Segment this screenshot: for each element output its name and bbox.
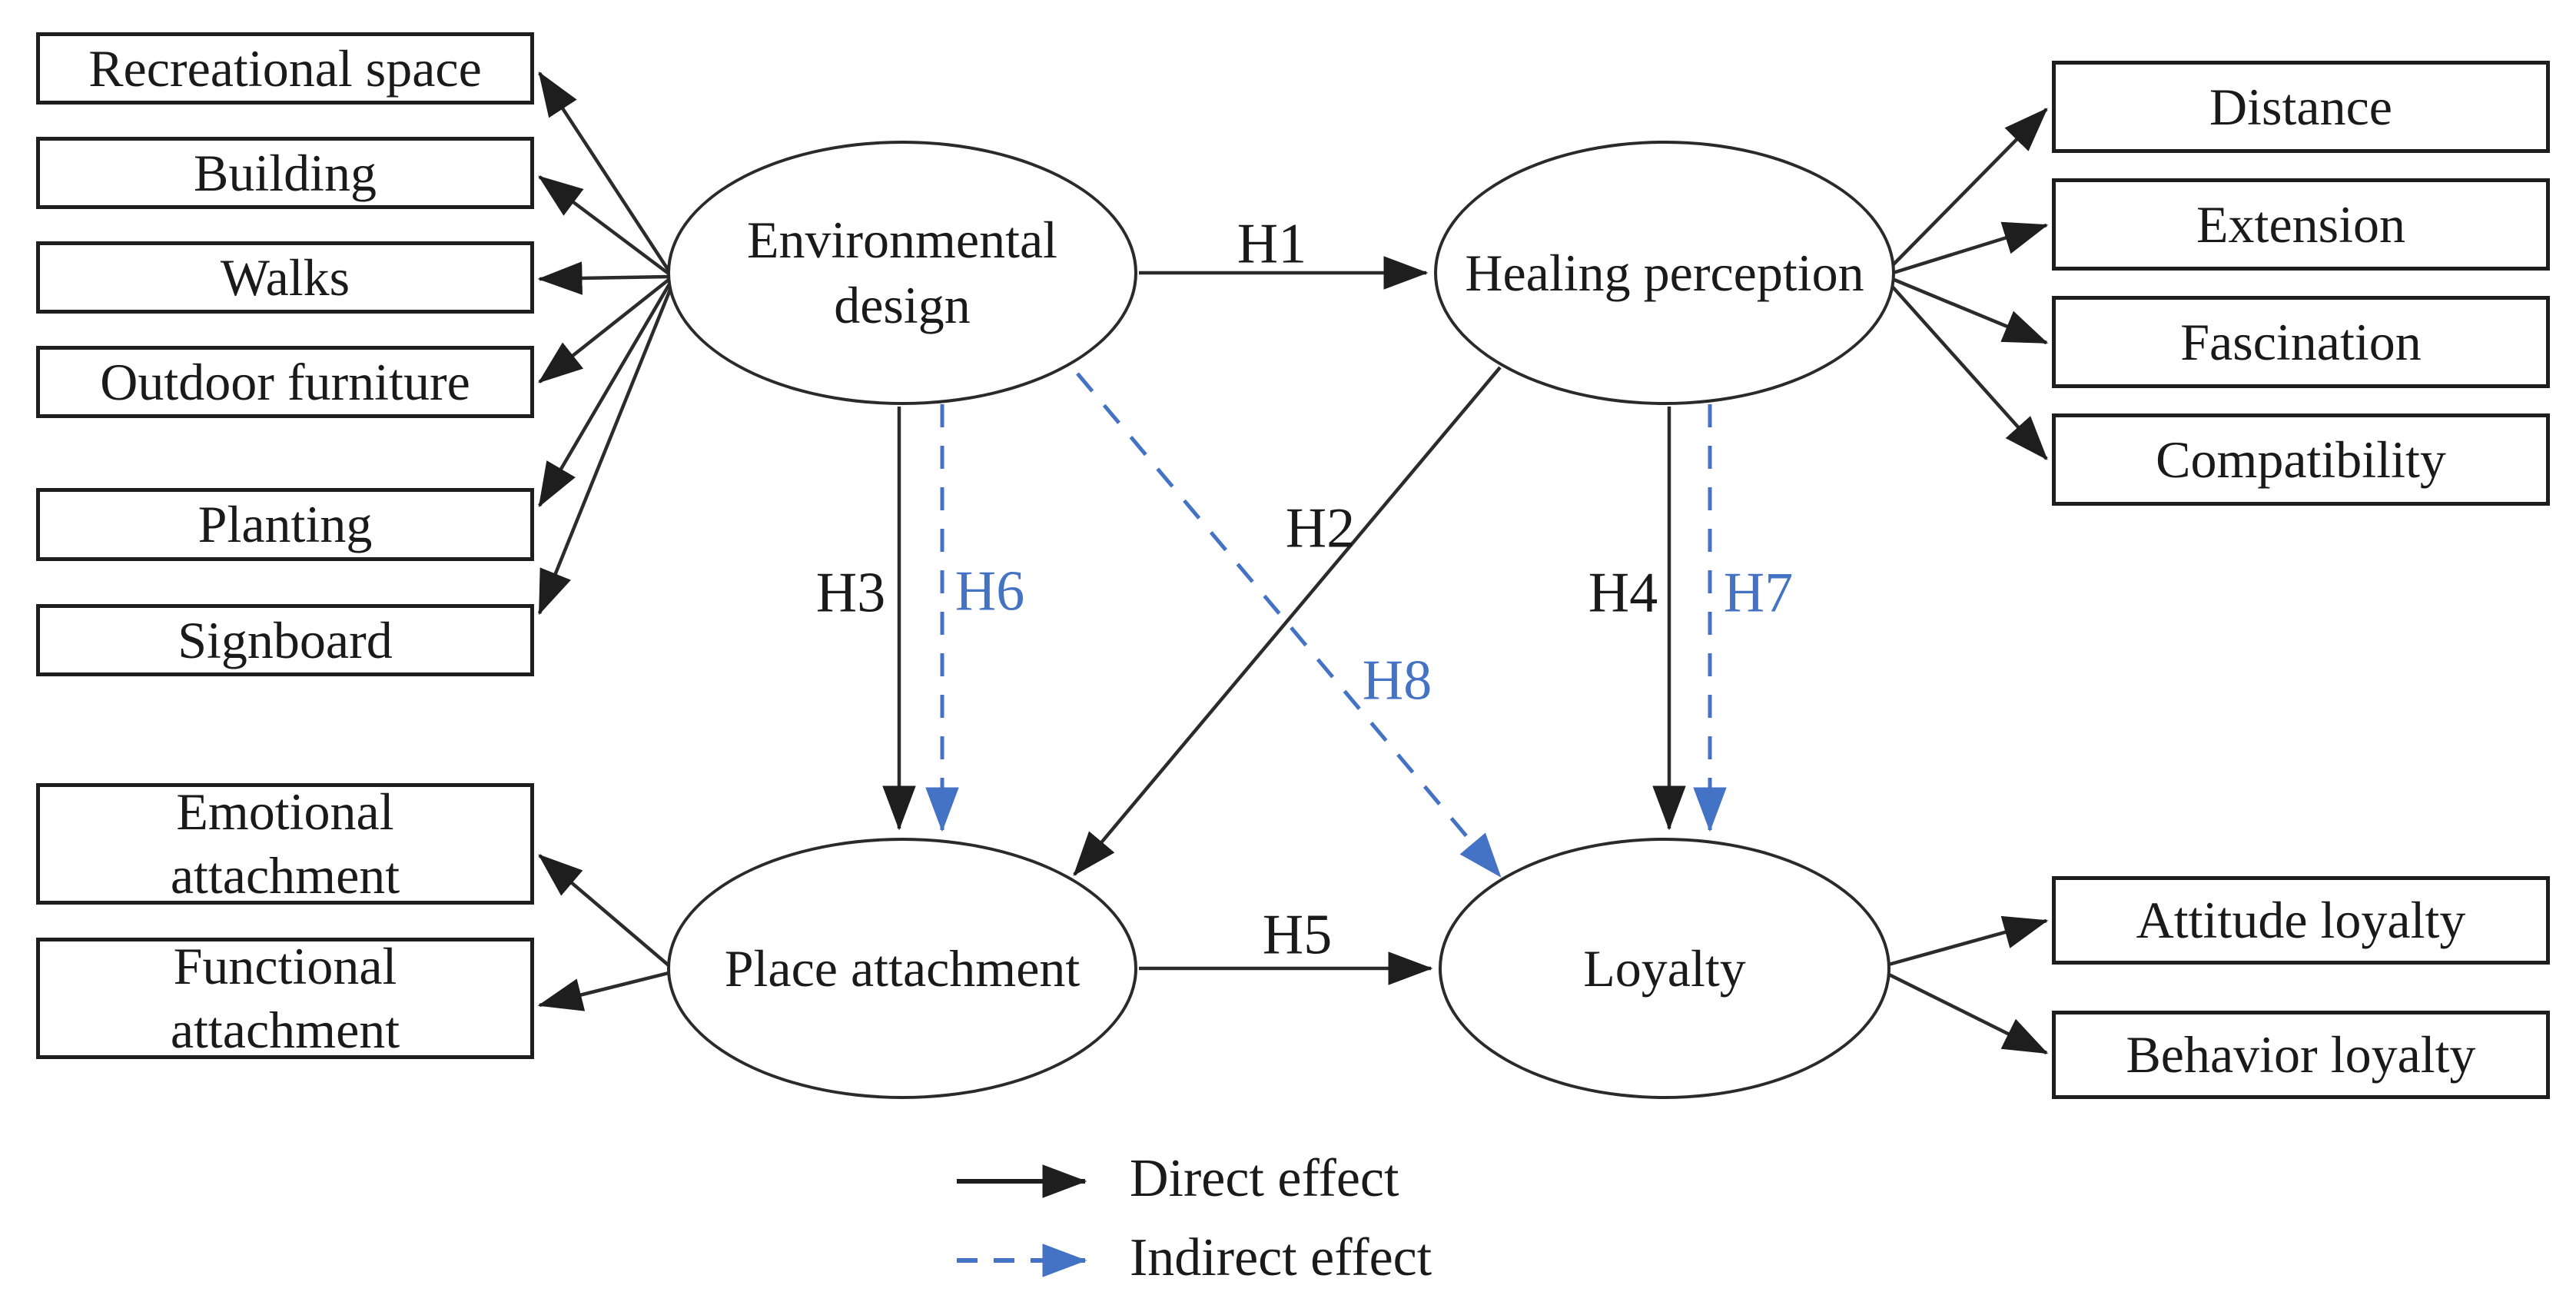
loading-arrow-building — [538, 175, 670, 275]
hypothesis-label-h4: H4 — [1588, 561, 1658, 625]
indicator-attitude-loyalty: Attitude loyalty — [2052, 876, 2550, 965]
indicator-emotional-attachment: Emotional attachment — [36, 782, 534, 905]
latent-place-attachment: Place attachment — [667, 838, 1137, 1099]
indicator-distance: Distance — [2052, 61, 2550, 153]
legend-indirect-effect-label: Indirect effect — [1130, 1227, 1432, 1287]
indicator-recreational-space: Recreational space — [36, 32, 534, 105]
hypothesis-label-h3: H3 — [815, 561, 886, 625]
latent-healing-perception: Healing perception — [1434, 141, 1895, 405]
indicator-signboard: Signboard — [36, 604, 534, 676]
loading-arrow-fascination — [1890, 276, 2049, 345]
indicator-walks: Walks — [36, 241, 534, 314]
loading-arrow-outdoor-furniture — [538, 278, 670, 384]
loading-arrow-behavior-loyalty — [1884, 971, 2049, 1055]
arrow-h2 — [1073, 366, 1502, 876]
loading-arrow-distance — [1887, 108, 2048, 271]
indicator-extension: Extension — [2052, 178, 2550, 271]
loading-arrow-emotional-attachment — [538, 854, 670, 967]
arrow-h8 — [1076, 372, 1502, 878]
loading-arrow-walks — [537, 261, 669, 295]
loading-arrow-functional-attachment — [537, 971, 669, 1011]
indicator-outdoor-furniture: Outdoor furniture — [36, 346, 534, 418]
loading-arrow-compatibility — [1887, 281, 2048, 460]
hypothesis-label-h2: H2 — [1285, 496, 1356, 560]
loading-arrow-signboard — [537, 285, 674, 616]
indicator-fascination: Fascination — [2052, 296, 2550, 388]
hypothesis-label-h7: H7 — [1723, 561, 1794, 625]
hypothesis-label-h1: H1 — [1237, 212, 1307, 276]
indicator-planting: Planting — [36, 488, 534, 561]
hypothesis-label-h8: H8 — [1362, 649, 1432, 712]
indicator-compatibility: Compatibility — [2052, 413, 2550, 506]
loading-arrow-planting — [538, 281, 672, 508]
indicator-behavior-loyalty: Behavior loyalty — [2052, 1011, 2550, 1099]
legend-direct-effect-label: Direct effect — [1130, 1148, 1399, 1208]
indicator-building: Building — [36, 137, 534, 209]
loading-arrow-extension — [1890, 221, 2049, 276]
hypothesis-label-h5: H5 — [1262, 903, 1333, 967]
latent-environmental-design: Environmental design — [667, 141, 1137, 405]
loading-arrow-recreational-space — [538, 71, 670, 272]
loading-arrow-attitude-loyalty — [1885, 915, 2049, 968]
hypothesis-label-h6: H6 — [954, 560, 1025, 623]
latent-loyalty: Loyalty — [1439, 838, 1891, 1099]
indicator-functional-attachment: Functional attachment — [36, 937, 534, 1059]
